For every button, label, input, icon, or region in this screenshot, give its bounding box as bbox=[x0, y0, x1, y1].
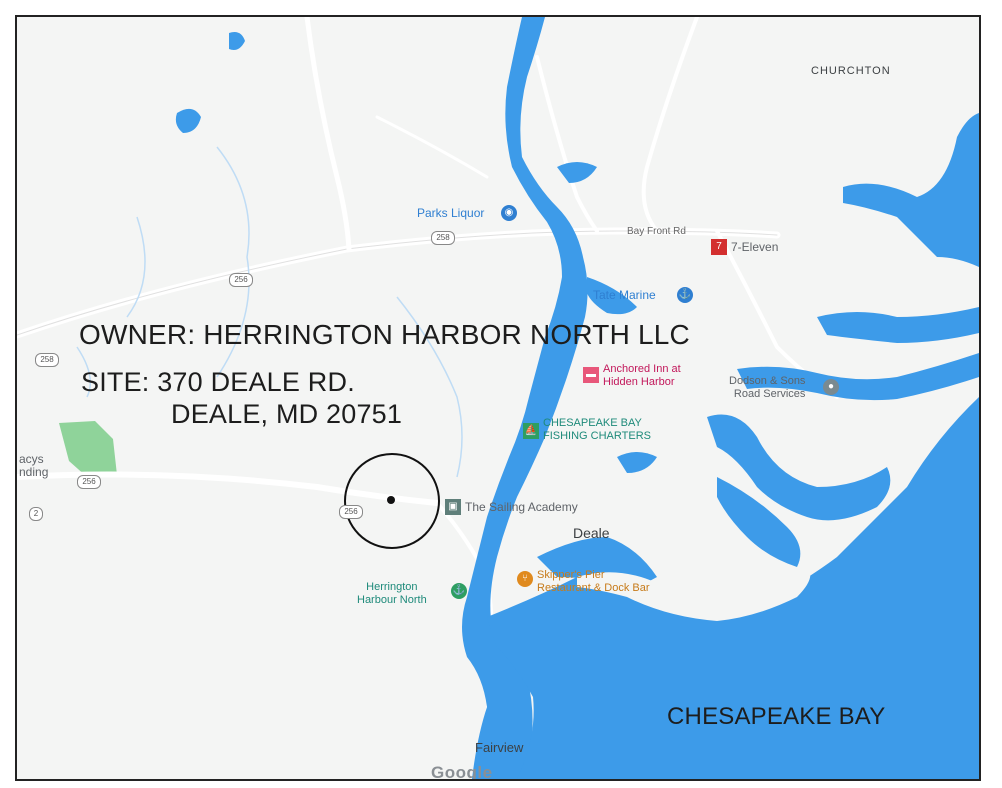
route-shield: 2 bbox=[29, 507, 43, 521]
place-churchton: CHURCHTON bbox=[811, 65, 891, 77]
shopping-pin-icon[interactable]: ◉ bbox=[501, 205, 517, 221]
fishing-line2: FISHING CHARTERS bbox=[543, 430, 651, 442]
map-frame: 258 258 256 256 256 2 Bay Front Rd CHURC… bbox=[15, 15, 981, 781]
site-address-line1: SITE: 370 DEALE RD. bbox=[81, 367, 355, 397]
place-sailing-academy[interactable]: The Sailing Academy bbox=[465, 500, 578, 514]
store-icon[interactable]: 7 bbox=[711, 239, 727, 255]
place-tracys: acys nding bbox=[19, 453, 48, 479]
route-shield: 256 bbox=[229, 273, 253, 287]
herrington-line2: Harbour North bbox=[357, 594, 427, 606]
place-parks-liquor[interactable]: Parks Liquor bbox=[417, 206, 485, 220]
school-icon[interactable]: ▣ bbox=[445, 499, 461, 515]
place-fishing-charters[interactable]: CHESAPEAKE BAY FISHING CHARTERS bbox=[543, 417, 651, 443]
tracys-line1: acys bbox=[19, 452, 44, 466]
pond bbox=[229, 32, 245, 50]
place-marine[interactable]: Tate Marine bbox=[593, 288, 656, 302]
google-attribution: Google bbox=[431, 763, 493, 781]
skippers-line2: Restaurant & Dock Bar bbox=[537, 582, 650, 594]
route-shield: 258 bbox=[35, 353, 59, 367]
place-deale: Deale bbox=[573, 525, 610, 541]
pond bbox=[175, 108, 201, 133]
park-area bbox=[59, 421, 117, 477]
place-herrington[interactable]: Herrington Harbour North bbox=[357, 581, 427, 607]
charter-icon[interactable]: ⛵ bbox=[523, 423, 539, 439]
place-skippers[interactable]: Skipper's Pier Restaurant & Dock Bar bbox=[537, 569, 650, 595]
marine-pin-icon[interactable]: ⚓ bbox=[677, 287, 693, 303]
place-anchored-inn[interactable]: Anchored Inn at Hidden Harbor bbox=[603, 363, 681, 389]
place-dodson[interactable]: Dodson & Sons Road Services bbox=[729, 375, 805, 401]
map-canvas[interactable] bbox=[17, 17, 979, 779]
service-pin-icon[interactable]: ● bbox=[823, 379, 839, 395]
site-address-line2: DEALE, MD 20751 bbox=[171, 399, 403, 429]
creek-lines bbox=[76, 146, 463, 478]
owner-annotation: OWNER: HERRINGTON HARBOR NORTH LLC bbox=[79, 319, 690, 350]
anchored-inn-line1: Anchored Inn at bbox=[603, 363, 681, 375]
restaurant-pin-icon[interactable]: ⑂ bbox=[517, 571, 533, 587]
anchored-inn-line2: Hidden Harbor bbox=[603, 376, 675, 388]
land-island bbox=[577, 567, 811, 621]
route-shield: 256 bbox=[77, 475, 101, 489]
water-body bbox=[462, 17, 979, 779]
skippers-line1: Skipper's Pier bbox=[537, 569, 605, 581]
water-body-label: CHESAPEAKE BAY bbox=[667, 703, 886, 730]
route-shield: 256 bbox=[339, 505, 363, 519]
place-seven-eleven[interactable]: 7-Eleven bbox=[731, 240, 779, 254]
place-fairview: Fairview bbox=[475, 740, 524, 755]
marina-pin-icon[interactable]: ⚓ bbox=[451, 583, 467, 599]
dodson-line2: Road Services bbox=[733, 388, 806, 400]
herrington-line1: Herrington bbox=[366, 581, 418, 593]
route-shield: 258 bbox=[431, 231, 455, 245]
site-marker[interactable] bbox=[344, 453, 440, 549]
road-label: Bay Front Rd bbox=[627, 226, 686, 237]
dodson-line1: Dodson & Sons bbox=[729, 375, 806, 387]
google-logo: Google bbox=[431, 763, 493, 781]
tracys-line2: nding bbox=[19, 465, 49, 479]
hotel-icon[interactable]: ▬ bbox=[583, 367, 599, 383]
fishing-line1: CHESAPEAKE BAY bbox=[543, 417, 642, 429]
